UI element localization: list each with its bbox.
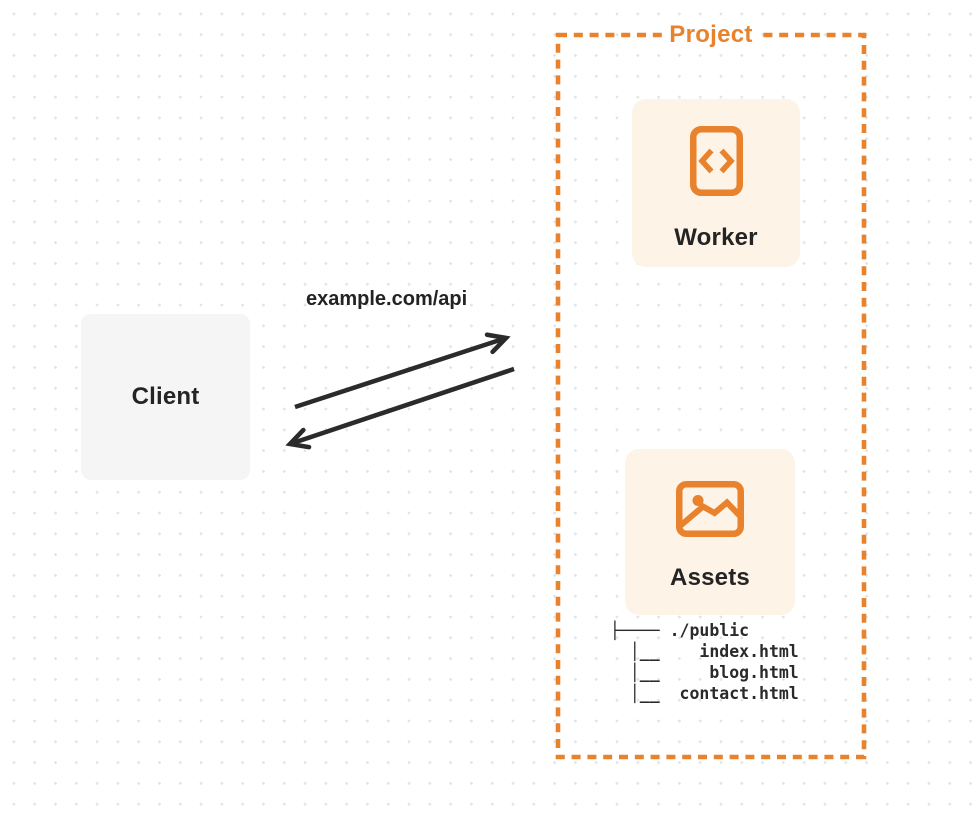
tree-line-blog: │__ blog.html [610, 663, 799, 682]
request-url-label: example.com/api [306, 288, 468, 310]
worker-node: Worker [632, 99, 800, 267]
tree-line-index: │__ index.html [610, 642, 799, 661]
request-arrow [294, 332, 511, 410]
assets-node: Assets [625, 449, 795, 615]
assets-file-tree: ├──── ./public │__ index.html │__ blog.h… [610, 620, 799, 704]
client-node: Client [81, 314, 250, 480]
code-document-icon [689, 126, 743, 201]
tree-line-contact: │__ contact.html [610, 684, 799, 703]
image-icon [676, 481, 744, 542]
response-arrow [285, 366, 515, 450]
worker-label: Worker [674, 224, 758, 251]
client-label: Client [131, 383, 200, 410]
project-label: Project [662, 21, 760, 49]
project-boundary: Project [558, 21, 864, 49]
assets-label: Assets [670, 564, 750, 591]
tree-line-public: ├──── ./public [610, 621, 750, 640]
